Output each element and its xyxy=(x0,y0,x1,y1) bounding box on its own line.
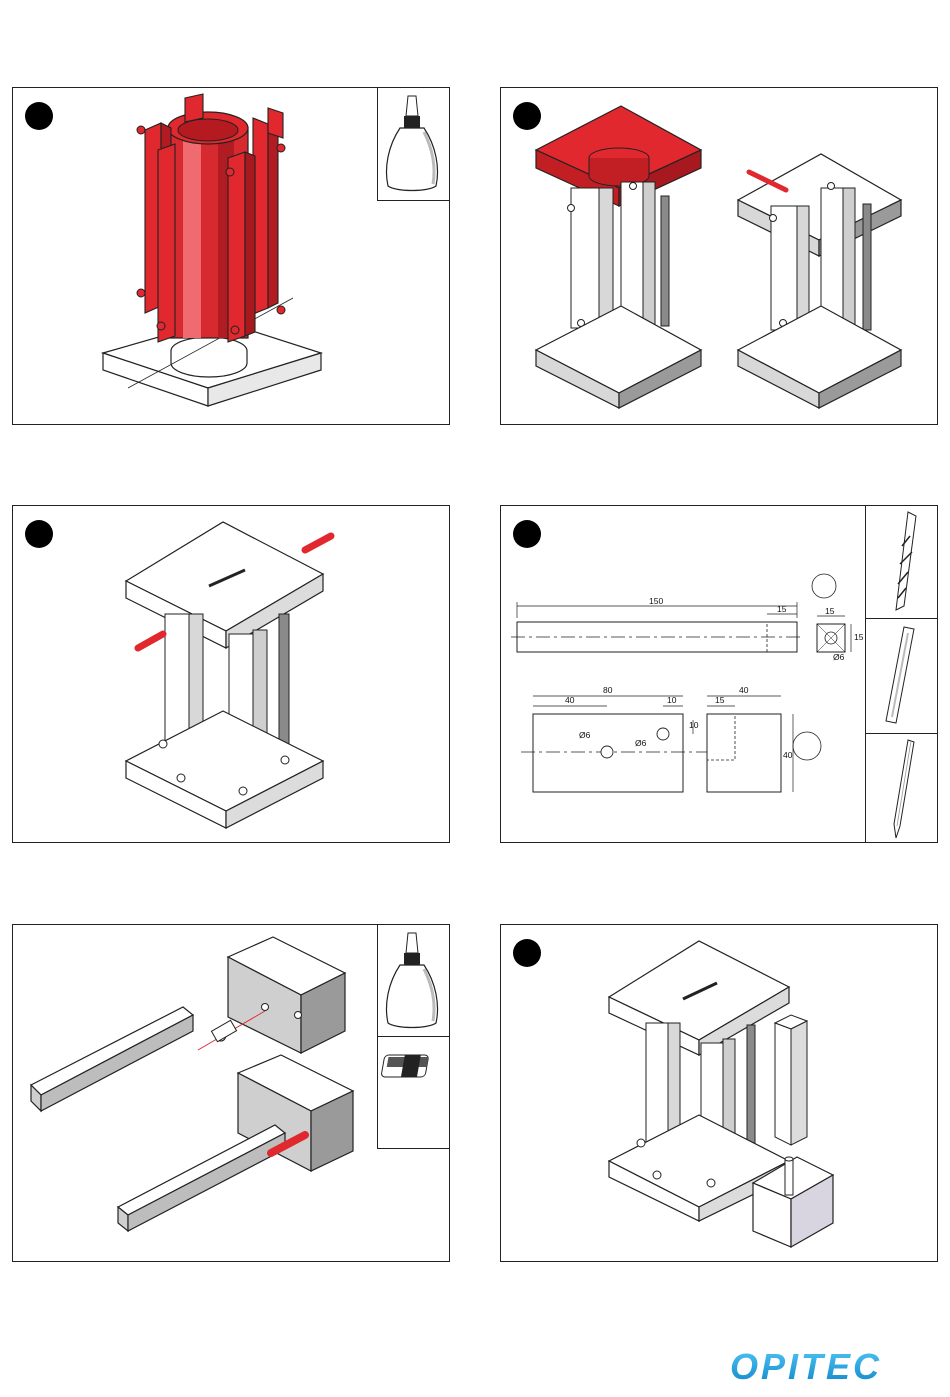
sandpaper-icon xyxy=(378,1037,450,1147)
dim-block-hole2-offset: 10 xyxy=(667,695,677,705)
dim-block-hole1: 40 xyxy=(565,695,575,705)
drill-bit-icon xyxy=(866,506,938,617)
step-2-panel xyxy=(500,87,938,425)
dim-block-hole2-vertical: 10 xyxy=(689,720,699,730)
step-1-tool-box xyxy=(377,88,450,201)
step-4-tool-drill xyxy=(865,506,938,619)
brand-name: OPITEC xyxy=(730,1348,882,1384)
step-5-tool-sandpaper xyxy=(377,1037,450,1149)
dim-section-height: 15 xyxy=(854,632,864,642)
dim-block-hole2-dia: Ø6 xyxy=(635,738,647,748)
dim-end-block-height: 40 xyxy=(783,750,793,760)
step-5-panel xyxy=(12,924,450,1262)
step-1-panel xyxy=(12,87,450,425)
dim-end-block-groove: 15 xyxy=(715,695,725,705)
step-2-illustration xyxy=(501,88,938,425)
dim-block-length: 80 xyxy=(603,685,613,695)
step-3-illustration xyxy=(13,506,450,843)
dim-block-hole1-dia: Ø6 xyxy=(579,730,591,740)
file-icon xyxy=(866,619,938,732)
step-4-drawing: 150 15 15 15 Ø6 80 40 10 10 Ø6 Ø6 xyxy=(501,506,867,843)
dim-long-bar: 150 xyxy=(649,596,663,606)
step-3-panel xyxy=(12,505,450,843)
opitec-logo: OPITEC xyxy=(700,1348,912,1384)
step-6-panel xyxy=(500,924,938,1262)
pencil-icon xyxy=(866,734,938,842)
step-4-tool-pencil xyxy=(865,734,938,843)
step-4-panel: 150 15 15 15 Ø6 80 40 10 10 Ø6 Ø6 xyxy=(500,505,938,843)
step-4-tool-file xyxy=(865,619,938,734)
glue-bottle-icon xyxy=(378,925,450,1035)
glue-bottle-icon xyxy=(378,88,450,199)
step-5-tool-glue xyxy=(377,925,450,1037)
step-6-illustration xyxy=(501,925,938,1262)
dim-end-block-width: 40 xyxy=(739,685,749,695)
dim-section-width: 15 xyxy=(825,606,835,616)
dim-long-bar-end: 15 xyxy=(777,604,787,614)
dim-section-hole: Ø6 xyxy=(833,652,845,662)
